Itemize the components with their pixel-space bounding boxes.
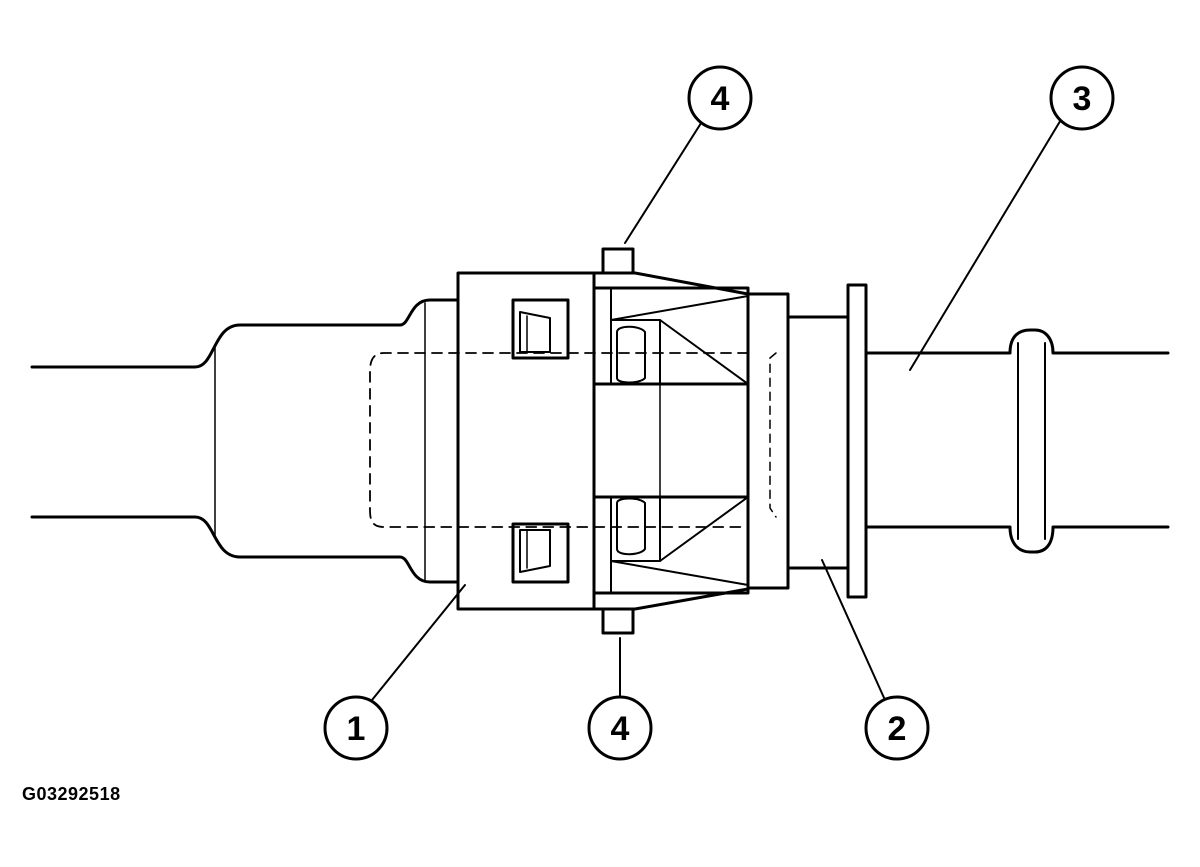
leader-lines bbox=[371, 117, 1063, 701]
callout-4-bottom: 4 bbox=[587, 695, 653, 761]
figure-id: G03292518 bbox=[22, 784, 121, 804]
svg-text:3: 3 bbox=[1073, 80, 1092, 118]
svg-text:2: 2 bbox=[888, 710, 907, 748]
inner-tube-hidden-outline bbox=[369, 352, 749, 528]
latch-tabs bbox=[601, 247, 635, 635]
coupling-body bbox=[456, 271, 750, 611]
svg-text:4: 4 bbox=[611, 710, 630, 748]
retainer-ring bbox=[746, 283, 868, 599]
right-tube bbox=[864, 328, 1170, 554]
svg-text:4: 4 bbox=[711, 80, 730, 118]
callout-2: 2 bbox=[864, 695, 930, 761]
callout-4-top: 4 bbox=[687, 65, 753, 131]
callout-1: 1 bbox=[323, 695, 389, 761]
callout-3: 3 bbox=[1049, 65, 1115, 131]
left-tube bbox=[30, 298, 460, 584]
svg-text:1: 1 bbox=[347, 710, 366, 748]
